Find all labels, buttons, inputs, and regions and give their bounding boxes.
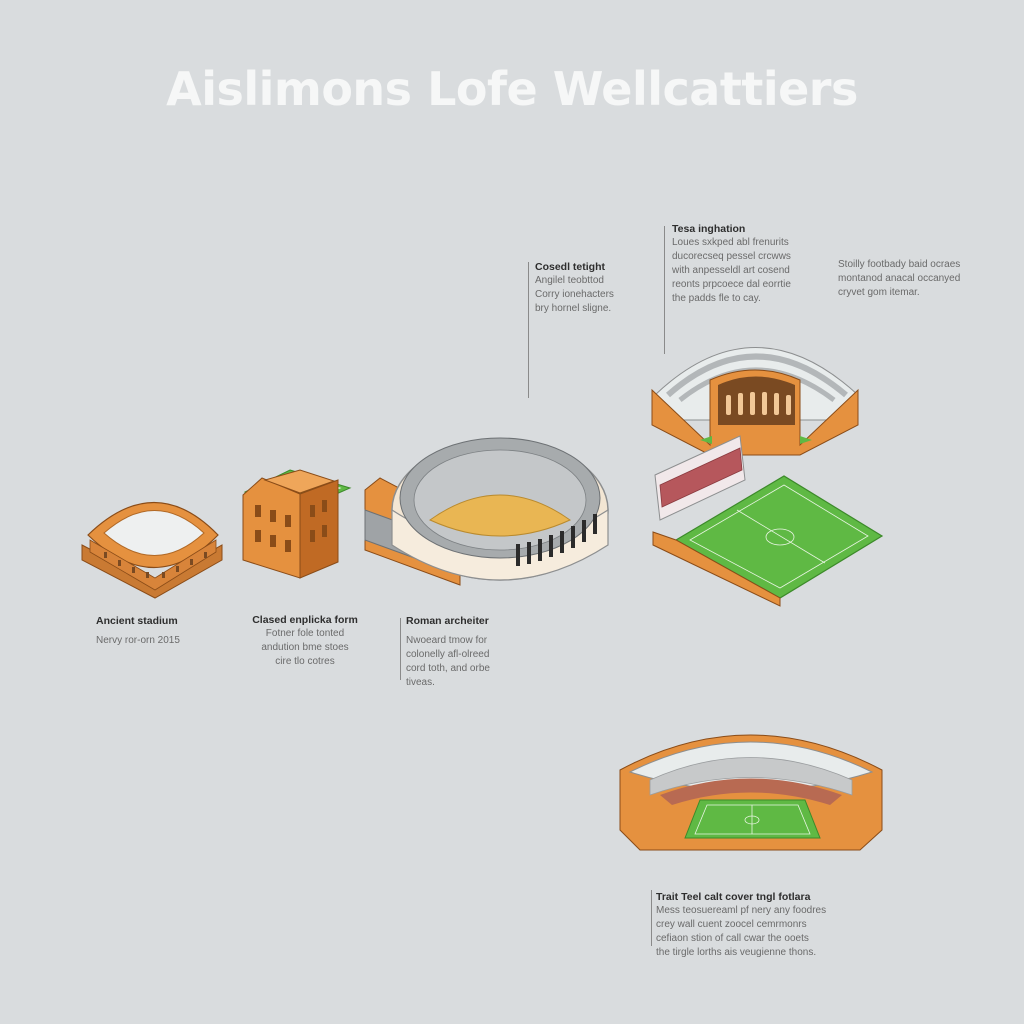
label-body: Fotner fole tonted andution bme stoes ci…: [261, 628, 349, 667]
label-heading: Tesa inghation: [672, 223, 746, 235]
label-heading: Clased enplicka form: [252, 614, 358, 626]
label-roman-architecture: Roman archeiter Nwoeard tmow for colonel…: [406, 614, 536, 690]
modern-pitch-illustration: [652, 435, 884, 607]
label-ancient-stadium: Ancient stadium Nervy ror-orn 2015: [96, 614, 236, 648]
label-tesa-inghation: Tesa inghation Loues sxkped abl frenurit…: [672, 222, 837, 306]
label-coseal-tetight: Cosedl tetight Angilel teobttod Corry io…: [535, 260, 655, 316]
label-closed-amphitheater: Clased enplicka form Fotner fole tonted …: [240, 613, 370, 669]
label-body: Stoilly footbady baid ocraes montanod an…: [838, 259, 961, 298]
tiered-amphitheater-illustration: [651, 347, 859, 456]
label-heading: Cosedl tetight: [535, 261, 605, 273]
label-body: Nwoeard tmow for colonelly afl-olreed co…: [406, 635, 490, 688]
modern-stadium-illustration: [619, 734, 883, 851]
closed-amphitheater-illustration: [242, 469, 352, 579]
callout-line-roman: [400, 618, 401, 680]
ancient-stadium-illustration: [81, 502, 223, 599]
label-heading: Roman archeiter: [406, 615, 489, 627]
callout-line-trail: [651, 890, 652, 946]
callout-line-coseal: [528, 262, 529, 398]
roman-amphitheater-illustration: [364, 437, 609, 586]
label-body: Nervy ror-orn 2015: [96, 635, 180, 646]
label-body: Angilel teobttod Corry ionehacters bry h…: [535, 275, 614, 314]
callout-line-tesa: [664, 226, 665, 354]
label-heading: Ancient stadium: [96, 615, 178, 627]
label-heading: Trait Teel calt cover tngl fotlara: [656, 891, 811, 903]
page-title: Aislimons Lofe Wellcattiers: [166, 62, 858, 116]
label-body: Mess teosuereaml pf nery any foodres cre…: [656, 905, 827, 958]
label-stoily-football: Stoilly footbady baid ocraes montanod an…: [838, 258, 1008, 300]
label-body: Loues sxkped abl frenurits ducorecseq pe…: [672, 237, 791, 304]
label-trait-teel: Trait Teel calt cover tngl fotlara Mess …: [656, 890, 856, 960]
